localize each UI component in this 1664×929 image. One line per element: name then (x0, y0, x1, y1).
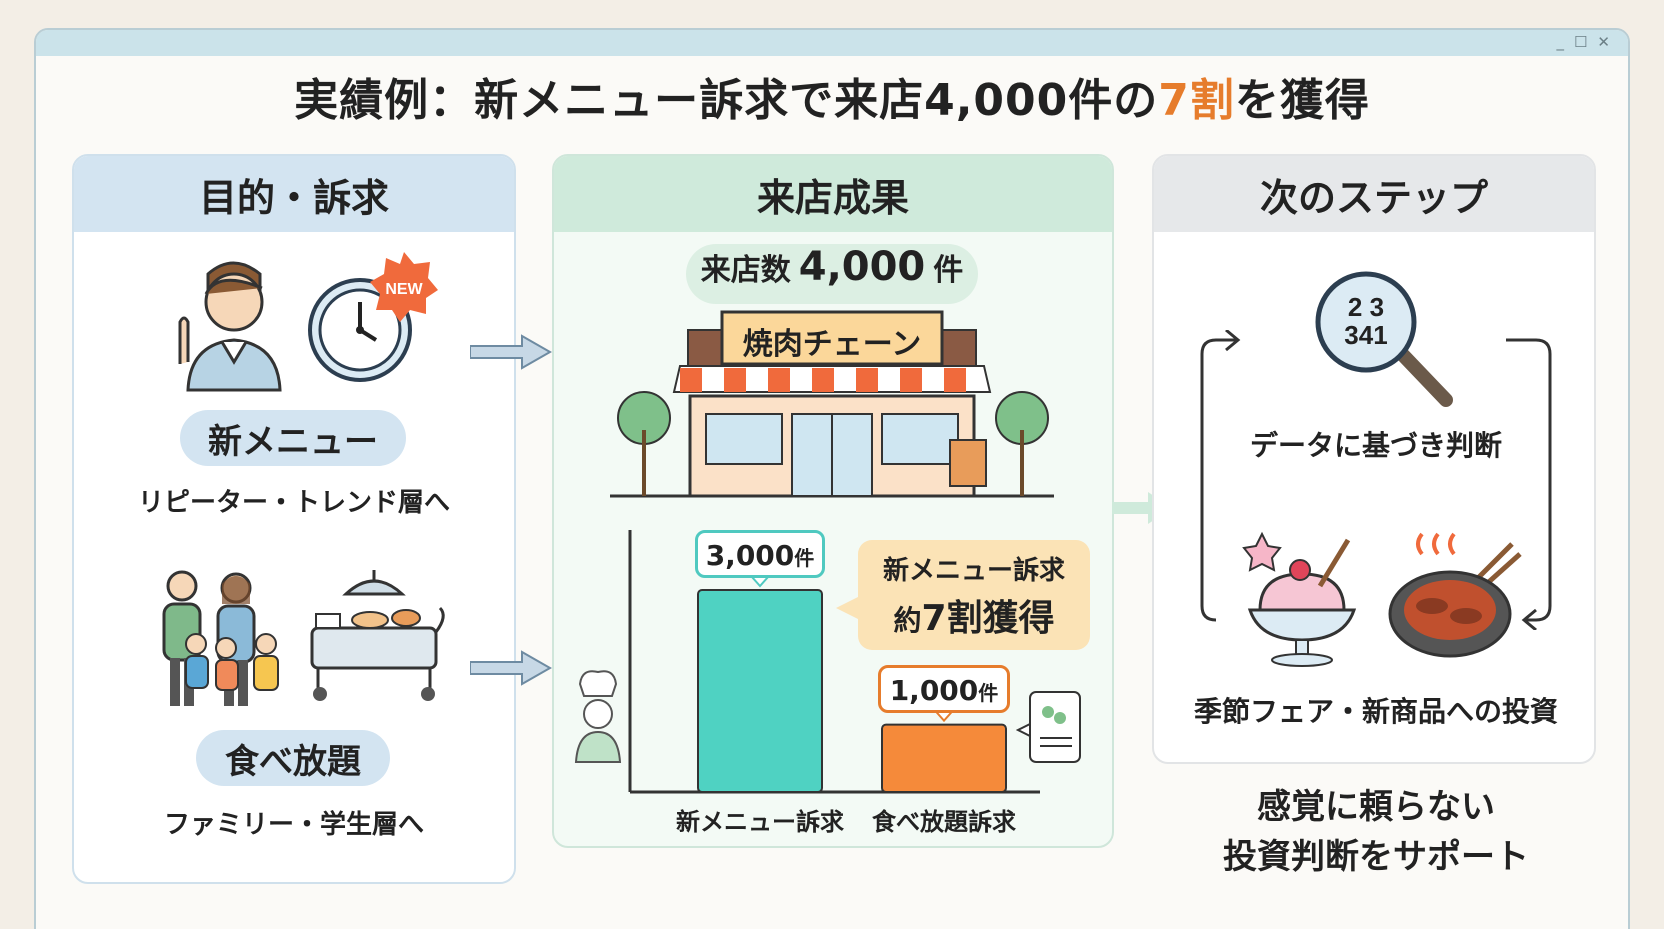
chef-icon (574, 670, 622, 763)
magnifier-digits-row2: 341 (1344, 320, 1387, 350)
menu-card-icon (1016, 691, 1081, 763)
family-icon (162, 570, 279, 706)
bar-1 (881, 723, 1007, 794)
maximize-icon[interactable]: ☐ (1573, 33, 1588, 51)
store-sign: 焼肉チェーン (742, 327, 922, 362)
title-highlight: 7割 (1158, 75, 1235, 126)
title-prefix: 実績例：新メニュー訴求で来店4,000件の (294, 75, 1159, 126)
dessert-icon (1242, 531, 1357, 667)
visit-count-value: 4,000 (798, 244, 926, 290)
bar-value-unit: 件 (978, 680, 999, 705)
results-heading: 来店成果 (554, 156, 1112, 232)
clock-icon: NEW (308, 252, 438, 382)
share-note-value: 7割 (921, 598, 983, 639)
magnifier-icon: 2 3 341 (1315, 271, 1453, 407)
next-step-caption-invest: 季節フェア・新商品への投資 (1193, 695, 1558, 728)
next-step-caption-data: データに基づき判断 (1249, 429, 1502, 462)
summary-line2: 投資判断をサポート (1223, 837, 1529, 877)
storefront-icon (610, 310, 1054, 498)
buffet-caption: ファミリー・学生層へ (163, 810, 424, 840)
callout-pointer-0 (749, 576, 771, 588)
share-note-prefix: 約 (893, 604, 922, 637)
x-tick-label: 食べ放題訴求 (872, 808, 1016, 836)
next-step-panel: 次のステップ (1152, 154, 1596, 764)
bar-0 (697, 589, 823, 793)
buffet-pill: 食べ放題 (196, 730, 390, 786)
title-bar: _ ☐ ✕ (36, 30, 1628, 56)
bar-value-num: 3,000 (705, 539, 795, 572)
visit-bar-chart (628, 530, 1040, 794)
title-suffix: を獲得 (1234, 75, 1370, 126)
visit-count-badge: 来店数 4,000 件 (686, 244, 978, 304)
note-pointer (836, 596, 860, 620)
buffet-cart-icon (310, 570, 445, 701)
yakiniku-grill-icon (1388, 532, 1522, 658)
x-tick-label: 新メニュー訴求 (676, 808, 844, 836)
new-badge-text: NEW (385, 281, 423, 298)
visit-count-label: 来店数 (700, 253, 791, 288)
page-title: 実績例：新メニュー訴求で来店4,000件の7割を獲得 (0, 64, 1664, 128)
cycle-arrows-icon (1200, 330, 1552, 630)
callout-pointer-1 (933, 710, 955, 723)
staff-person-icon (178, 261, 282, 392)
share-note: 新メニュー訴求 約7割獲得 (858, 540, 1090, 650)
magnifier-digits-row1: 2 3 (1348, 292, 1384, 322)
bar-value-num: 1,000 (889, 673, 979, 707)
arrow-right-icon (470, 334, 553, 370)
purpose-heading: 目的・訴求 (74, 156, 514, 232)
share-note-line1: 新メニュー訴求 (882, 556, 1065, 586)
summary-text: 感覚に頼らない 投資判断をサポート (1170, 782, 1582, 882)
bar-value-unit: 件 (794, 546, 815, 570)
arrow-right-icon (470, 650, 553, 686)
share-note-suffix: 獲得 (982, 598, 1055, 639)
visit-count-unit: 件 (933, 253, 964, 288)
next-step-heading: 次のステップ (1154, 156, 1594, 232)
minimize-icon[interactable]: _ (1556, 33, 1564, 51)
close-icon[interactable]: ✕ (1597, 33, 1610, 51)
summary-line1: 感覚に頼らない (1257, 787, 1495, 827)
new-menu-pill: 新メニュー (180, 410, 406, 466)
new-menu-caption: リピーター・トレンド層へ (137, 488, 450, 518)
